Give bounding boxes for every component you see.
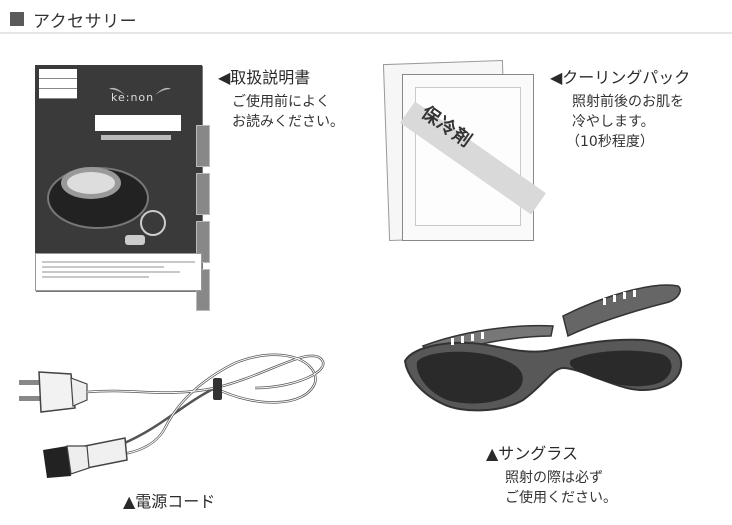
booklet-footer-text (35, 253, 202, 291)
power-cord-label: ▲電源コード (123, 492, 216, 511)
section-header: アクセサリー (10, 6, 137, 32)
cooling-pack-label: ◀クーリングパック (550, 68, 691, 87)
booklet-brand: ke:non (111, 91, 155, 104)
cooling-pack-desc-line-3: （10秒程度） (566, 134, 654, 150)
cooling-pack-image: 保冷剤 (400, 74, 546, 241)
cooling-pack-desc-line-2: 冷やします。 (572, 114, 655, 130)
sunglasses-desc-line-2: ご使用ください。 (505, 490, 617, 506)
booklet-logo-icon (109, 87, 171, 95)
cooling-pack-desc-line-1: 照射前後のお肌を (572, 94, 684, 110)
manual-label: ◀取扱説明書 (218, 68, 311, 87)
section-square-icon (10, 12, 24, 26)
booklet-tab-box (39, 69, 77, 99)
manual-desc-line-2: お読みください。 (232, 114, 344, 130)
sunglasses-label: ▲サングラス (486, 444, 578, 463)
power-cord-image (19, 353, 325, 478)
manual-desc-line-1: ご使用前によく (232, 94, 330, 110)
header-divider (0, 32, 732, 34)
manual-booklet-image: ke:non (35, 65, 210, 311)
booklet-title-bar (95, 115, 181, 131)
section-title: アクセサリー (33, 11, 138, 32)
sunglasses-desc-line-1: 照射の際は必ず (505, 470, 603, 486)
booklet-device-icon (47, 167, 166, 245)
booklet-side-tabs (196, 125, 210, 317)
booklet-subtitle-bar (101, 135, 171, 140)
sunglasses-image (403, 284, 683, 412)
